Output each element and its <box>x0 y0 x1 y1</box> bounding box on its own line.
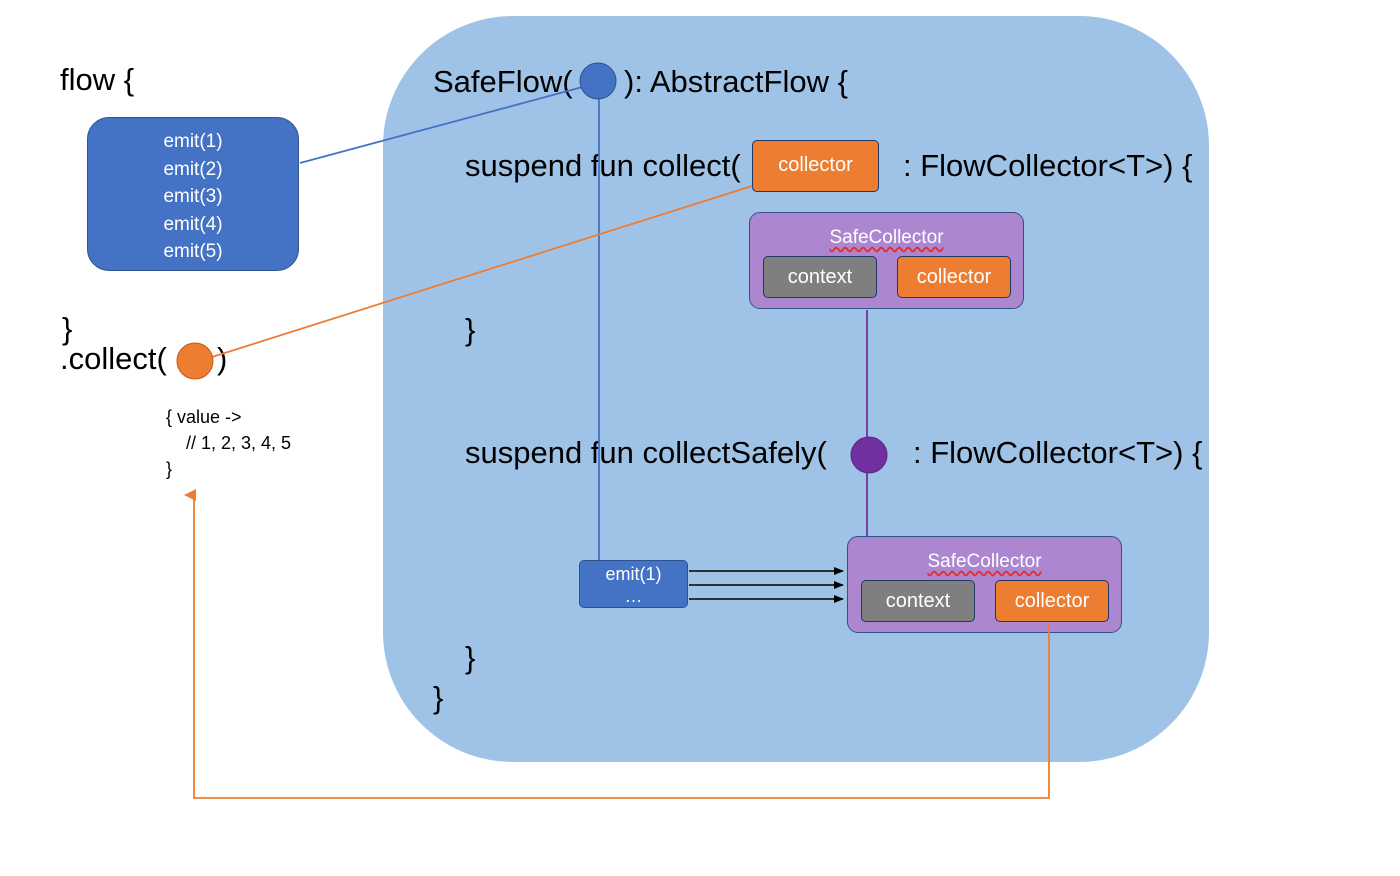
emit-small-line-2: … <box>624 586 643 606</box>
collect-close-brace: } <box>465 312 476 347</box>
context-box: context <box>763 256 877 298</box>
flow-block-connector <box>299 84 591 164</box>
safeflow-header-open: SafeFlow( <box>433 64 573 99</box>
lambda-line-1: { value -> <box>166 407 242 427</box>
emit-block: emit(1) emit(2) emit(3) emit(4) emit(5) <box>87 117 299 271</box>
emit-line: emit(3) <box>163 186 223 207</box>
safe-collector-bottom: SafeCollector context collector <box>847 536 1122 633</box>
collect-signature-close: : FlowCollector<T>) { <box>903 148 1193 183</box>
emit-small-line-1: emit(1) <box>605 564 662 584</box>
context-box: context <box>861 580 975 622</box>
emit-line: emit(5) <box>163 241 223 262</box>
collector-connector <box>211 185 753 358</box>
emit-line: emit(4) <box>163 213 223 235</box>
emit-line: emit(2) <box>163 158 223 180</box>
collector-param-circle <box>176 342 214 380</box>
collect-open-text: .collect( <box>60 341 167 376</box>
safe-collector-top: SafeCollector context collector <box>749 212 1024 309</box>
emit-small-box: emit(1) … <box>579 560 688 608</box>
class-close-brace: } <box>433 680 444 715</box>
safe-collector-title: SafeCollector <box>829 227 944 248</box>
collector-box: collector <box>897 256 1011 298</box>
collect-signature-open: suspend fun collect( <box>465 148 741 183</box>
collector-param-box: collector <box>752 140 879 192</box>
return-path-arrow <box>184 489 1050 799</box>
safeflow-header-close: ): AbstractFlow { <box>624 64 848 99</box>
collect-close-paren: ) <box>217 341 228 376</box>
flow-param-circle <box>579 62 617 100</box>
collect-safely-close-brace: } <box>465 640 476 675</box>
lambda-line-2: // 1, 2, 3, 4, 5 <box>186 433 292 453</box>
lambda-line-3: } <box>166 459 173 479</box>
safe-collector-param-circle <box>850 436 888 474</box>
collect-safely-signature-open: suspend fun collectSafely( <box>465 435 827 470</box>
safe-collector-title: SafeCollector <box>927 551 1042 572</box>
collect-safely-signature-close: : FlowCollector<T>) { <box>913 435 1203 470</box>
flow-close-brace: } <box>62 311 73 346</box>
emit-line: emit(1) <box>163 131 223 152</box>
flow-open-text: flow { <box>60 62 135 97</box>
collector-box: collector <box>995 580 1109 622</box>
